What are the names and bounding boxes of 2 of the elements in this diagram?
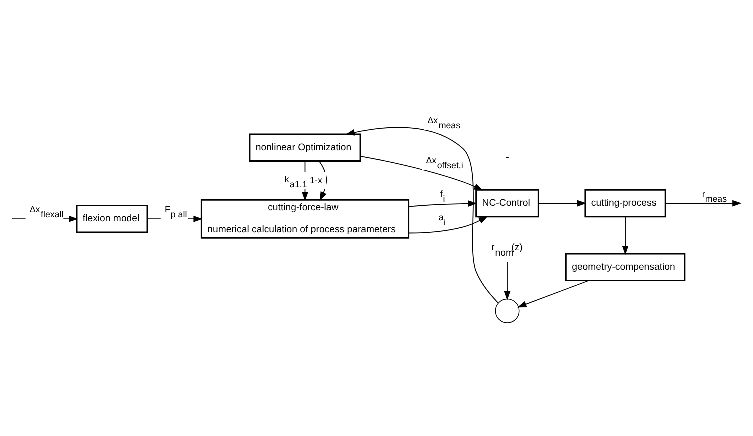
edge-label: 1-x	[310, 175, 322, 186]
label: -	[506, 150, 510, 164]
